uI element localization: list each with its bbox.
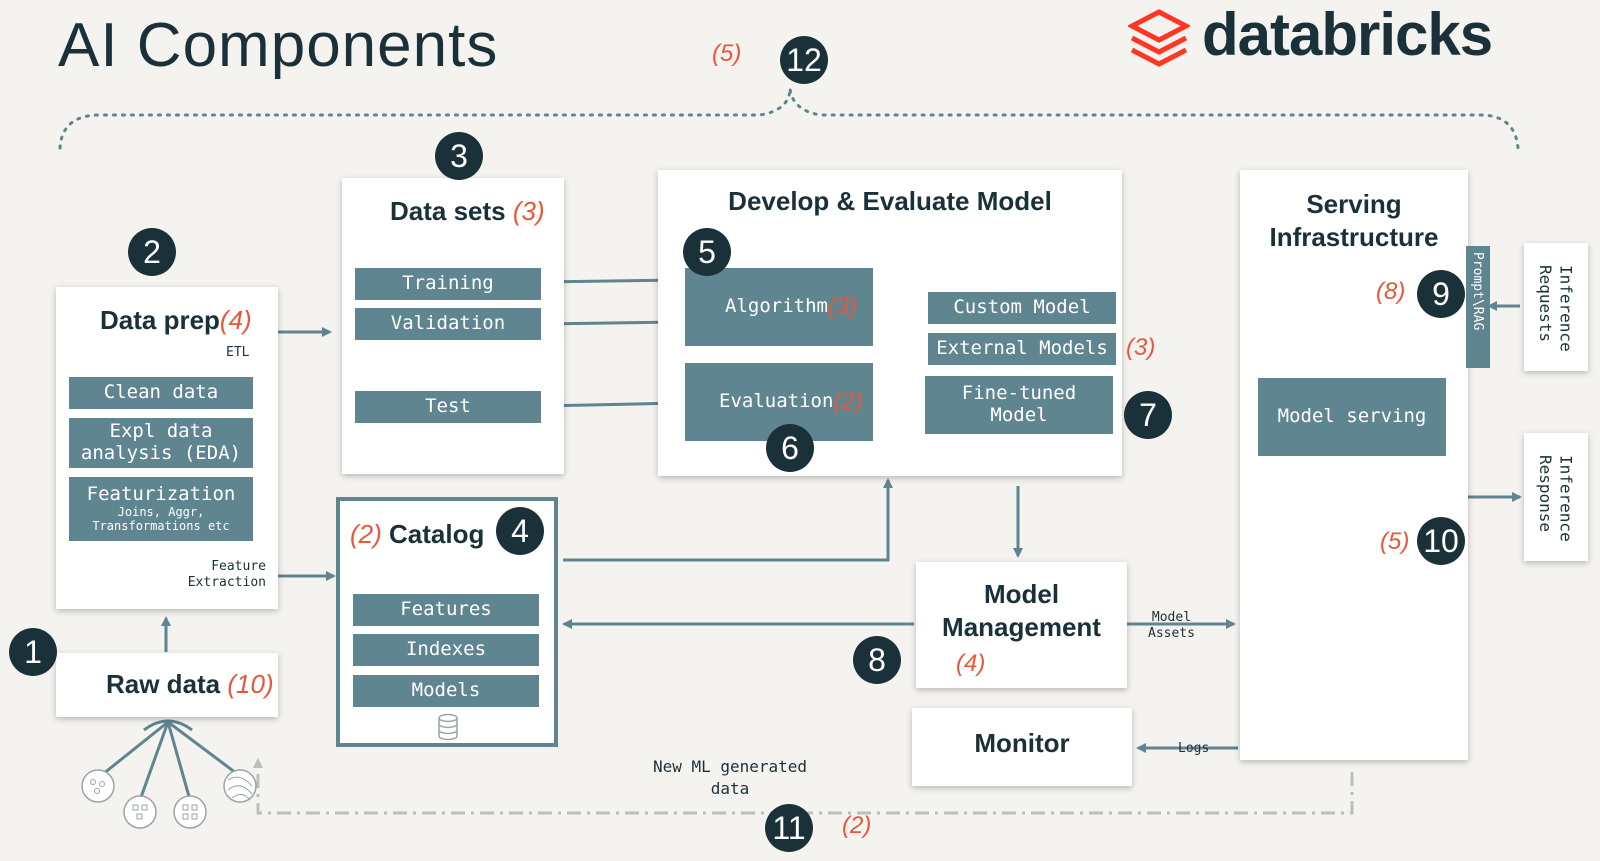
serving-infrastructure-box: Serving Infrastructure (8) Model serving… — [1240, 170, 1468, 760]
badge-5: 5 — [683, 228, 731, 276]
badge-4: 4 — [496, 507, 544, 555]
raw-data-title-row: Raw data (10) — [106, 669, 274, 700]
model-assets-label: Model Assets — [1148, 610, 1195, 643]
data-prep-box: Data prep(4) ETL Clean data Expl data an… — [56, 287, 278, 609]
top-note: (5) — [712, 40, 742, 67]
fe-line1: Feature — [211, 559, 266, 574]
data-sets-count: (3) — [512, 196, 545, 226]
external-models-count: (3) — [1126, 334, 1156, 361]
new-data-count: (2) — [842, 812, 872, 839]
raw-data-title: Raw data — [106, 669, 221, 699]
prompt-rag-label: Prompt\RAG — [1470, 252, 1485, 331]
fe-line2: Extraction — [187, 575, 266, 591]
badge-8: 8 — [853, 636, 901, 684]
badge-12: 12 — [780, 36, 828, 84]
database-icon — [438, 713, 458, 741]
mm-line1: Model — [983, 579, 1060, 609]
algorithm-tile: Algorithm(3) — [685, 268, 873, 346]
finetuned-line2: Model — [990, 404, 1048, 426]
model-management-count: (4) — [956, 650, 986, 677]
inference-requests-label: Inference Requests — [1534, 265, 1576, 352]
inference-requests-box: Inference Requests — [1524, 243, 1588, 371]
data-prep-title: Data prep — [100, 305, 220, 335]
mm-line2: Management — [942, 611, 1101, 642]
algorithm-label: Algorithm — [725, 295, 828, 318]
serving-title: Serving Infrastructure — [1240, 188, 1468, 253]
new-data-line1: New ML generated — [652, 757, 808, 776]
resp-line1: Inference — [1556, 455, 1576, 542]
data-prep-count: (4) — [219, 305, 252, 335]
finetuned-line1: Fine-tuned — [961, 382, 1077, 405]
badge-10: 10 — [1417, 517, 1465, 565]
brand-logo: databricks — [1128, 1, 1548, 70]
algorithm-count: (3) — [827, 293, 858, 321]
databricks-icon — [1128, 9, 1190, 67]
assets-line2: Assets — [1148, 626, 1195, 642]
logs-label: Logs — [1178, 741, 1210, 756]
develop-title: Develop & Evaluate Model — [728, 186, 1052, 216]
top-bracket — [58, 87, 1520, 150]
training-tile: Training — [355, 268, 541, 300]
featurization-sub2: Transformations etc — [92, 518, 230, 533]
model-serving-tile: Model serving — [1258, 378, 1446, 456]
catalog-title: Catalog — [389, 519, 485, 549]
catalog-title-row: (2) Catalog — [350, 519, 484, 550]
eda-line2: analysis (EDA) — [80, 442, 242, 464]
badge-2: 2 — [128, 228, 176, 276]
test-tile: Test — [355, 391, 541, 423]
badge-9: 9 — [1417, 270, 1465, 318]
new-data-line2: data — [710, 778, 750, 798]
badge-1: 1 — [9, 628, 57, 676]
assets-line1: Model — [1151, 610, 1192, 625]
serving-count-10: (5) — [1380, 528, 1410, 555]
fine-tuned-model-tile: Fine-tuned Model — [925, 376, 1113, 434]
clean-data-tile: Clean data — [69, 377, 253, 409]
featurization-tile: Featurization Joins, Aggr, Transformatio… — [69, 477, 253, 541]
data-sets-title-row: Data sets (3) — [390, 196, 545, 227]
external-models-tile: External Models — [928, 333, 1116, 365]
badge-11: 11 — [765, 804, 813, 852]
badge-6: 6 — [766, 424, 814, 472]
resp-line2: Response — [1535, 455, 1555, 533]
data-prep-title-row: Data prep(4) — [100, 305, 252, 336]
page-title: AI Components — [58, 11, 499, 80]
monitor-title: Monitor — [974, 728, 1070, 758]
feature-extraction-label: Feature Extraction — [156, 559, 266, 592]
raw-data-box: Raw data (10) — [56, 653, 278, 717]
serving-line2: Infrastructure — [1269, 221, 1439, 252]
raw-data-count: (10) — [227, 669, 274, 699]
catalog-box: (2) Catalog Features Indexes Models — [336, 497, 558, 747]
inference-response-label: Inference Response — [1534, 455, 1576, 542]
serving-count-9: (8) — [1376, 278, 1406, 305]
req-line1: Inference — [1556, 265, 1576, 352]
data-sets-title: Data sets — [390, 196, 506, 226]
etl-label: ETL — [226, 345, 250, 360]
models-tile: Models — [353, 675, 539, 707]
custom-model-tile: Custom Model — [928, 292, 1116, 324]
features-tile: Features — [353, 594, 539, 626]
evaluation-count: (2) — [833, 388, 863, 416]
eda-tile: Expl data analysis (EDA) — [69, 418, 253, 468]
model-management-title: Model Management — [916, 578, 1127, 643]
evaluation-label: Evaluation — [719, 390, 834, 413]
badge-3: 3 — [435, 132, 483, 180]
brand-name: databricks — [1202, 1, 1493, 68]
inference-response-box: Inference Response — [1524, 433, 1588, 561]
serving-line1: Serving — [1306, 189, 1402, 219]
develop-evaluate-box: Develop & Evaluate Model Algorithm(3) Ev… — [658, 170, 1155, 476]
eda-line1: Expl data — [109, 420, 213, 443]
featurization-sub1: Joins, Aggr, — [117, 505, 205, 520]
new-ml-data-label: New ML generated data — [640, 756, 820, 799]
model-management-box: Model Management (4) — [916, 562, 1127, 688]
prompt-rag-strip: Prompt\RAG — [1466, 246, 1490, 368]
featurization-label: Featurization — [86, 483, 236, 506]
monitor-box: Monitor — [912, 708, 1132, 786]
req-line2: Requests — [1535, 265, 1555, 343]
badge-7: 7 — [1124, 391, 1172, 439]
validation-tile: Validation — [355, 308, 541, 340]
catalog-count: (2) — [350, 519, 382, 549]
data-sets-box: Data sets (3) Training Validation Test — [342, 178, 564, 474]
indexes-tile: Indexes — [353, 634, 539, 666]
